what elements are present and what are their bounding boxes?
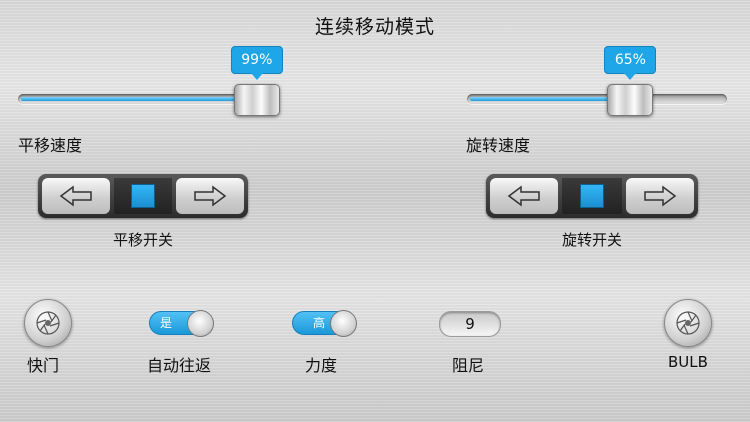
pan-speed-fill [21,97,256,101]
pan-left-button[interactable] [42,178,110,214]
force-toggle[interactable]: 高 [292,310,357,337]
pan-right-button[interactable] [176,178,244,214]
pan-stop-button[interactable] [114,178,172,214]
pan-switch-label: 平移开关 [112,231,173,249]
pan-speed-value-bubble: 99% [230,46,283,80]
auto-return-toggle[interactable]: 是 [149,310,214,337]
pan-speed-slider[interactable] [18,94,280,104]
aperture-icon [36,311,60,335]
rotate-speed-fill [470,97,630,101]
stop-icon [580,184,604,208]
bulb-button[interactable] [664,299,712,347]
rotate-switch-label: 旋转开关 [561,231,622,249]
damping-value-field[interactable]: 9 [439,311,501,337]
rotate-speed-label: 旋转速度 [466,136,531,155]
toggle-knob [330,310,357,337]
arrow-right-icon [194,185,227,207]
rotate-speed-slider[interactable] [467,94,727,104]
shutter-label: 快门 [27,356,60,375]
auto-return-label: 自动往返 [147,356,212,375]
rotate-speed-value-bubble: 65% [604,46,657,80]
pan-direction-control [38,174,248,218]
force-label: 力度 [305,356,338,375]
page-title: 连续移动模式 [314,16,435,38]
stop-icon [131,184,155,208]
shutter-button[interactable] [24,299,72,347]
arrow-right-icon [644,185,677,207]
damping-label: 阻尼 [452,356,485,375]
arrow-left-icon [507,185,540,207]
aperture-icon [676,311,700,335]
rotate-left-button[interactable] [490,178,558,214]
rotate-stop-button[interactable] [562,178,622,214]
rotate-direction-control [486,174,698,218]
arrow-left-icon [59,185,92,207]
auto-return-state: 是 [160,316,173,330]
toggle-knob [187,310,214,337]
bulb-label: BULB [668,353,708,371]
rotate-right-button[interactable] [626,178,694,214]
force-state: 高 [313,316,326,330]
pan-speed-label: 平移速度 [18,136,83,155]
pan-speed-thumb[interactable] [233,84,280,116]
rotate-speed-thumb[interactable] [607,84,654,116]
